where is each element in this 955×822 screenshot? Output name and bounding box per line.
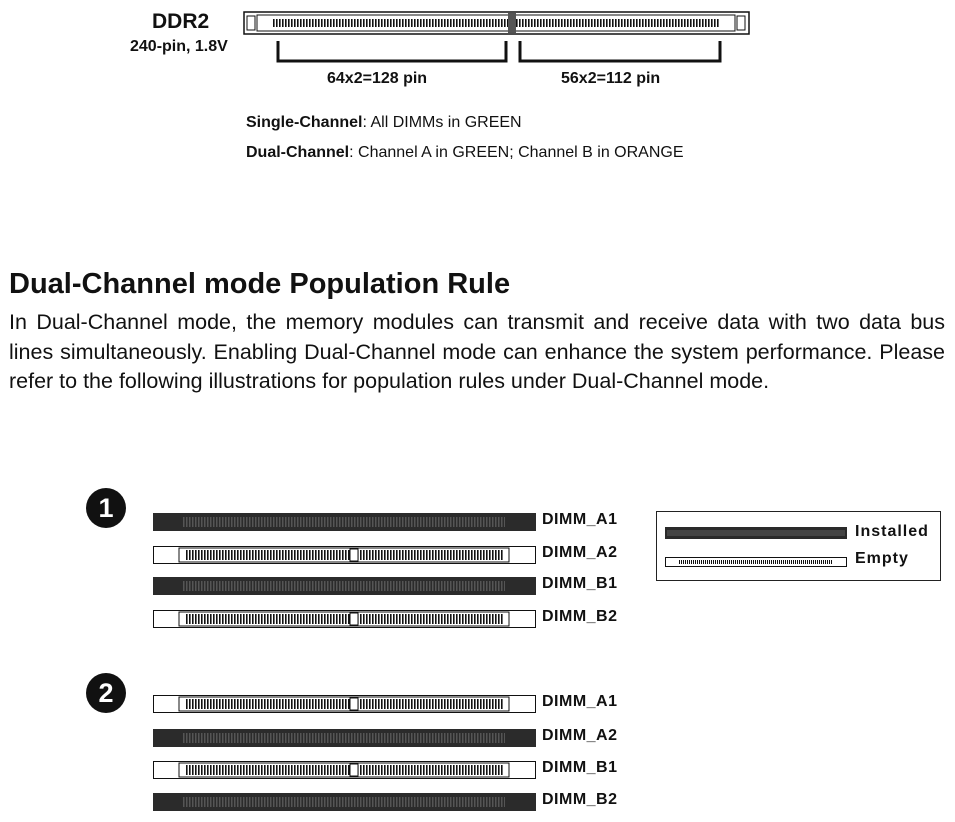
right-segment-label: 56x2=112 pin — [561, 70, 661, 87]
dual-channel-note: Dual-Channel: Channel A in GREEN; Channe… — [246, 144, 684, 162]
config1-slot-a1 — [153, 513, 536, 531]
single-channel-text: : All DIMMs in GREEN — [362, 114, 522, 131]
config1-label-a1: DIMM_A1 — [542, 511, 618, 528]
step-2-badge: 2 — [86, 673, 126, 713]
config1-slot-b2 — [153, 610, 536, 628]
legend-installed-label: Installed — [855, 523, 929, 540]
dual-channel-text: : Channel A in GREEN; Channel B in ORANG… — [349, 144, 684, 161]
left-segment-label: 64x2=128 pin — [327, 70, 428, 87]
config2-label-a2: DIMM_A2 — [542, 727, 618, 744]
config2-slot-a2 — [153, 729, 536, 747]
config1-label-b2: DIMM_B2 — [542, 608, 618, 625]
dual-channel-label: Dual-Channel — [246, 144, 350, 161]
config1-slot-a2 — [153, 546, 536, 564]
legend-box: Installed Empty — [656, 511, 941, 581]
config1-label-a2: DIMM_A2 — [542, 544, 618, 561]
config1-label-b1: DIMM_B1 — [542, 575, 618, 592]
section-title: Dual-Channel mode Population Rule — [9, 268, 511, 300]
config2-slot-a1 — [153, 695, 536, 713]
ddr2-spec: 240-pin, 1.8V — [130, 38, 228, 55]
config2-slot-b2 — [153, 793, 536, 811]
legend-installed-swatch — [665, 526, 847, 539]
config1-slot-b1 — [153, 577, 536, 595]
ddr2-slot-diagram — [243, 11, 753, 72]
single-channel-note: Single-Channel: All DIMMs in GREEN — [246, 114, 522, 132]
config2-label-b1: DIMM_B1 — [542, 759, 618, 776]
config2-label-a1: DIMM_A1 — [542, 693, 618, 710]
config2-slot-b1 — [153, 761, 536, 779]
single-channel-label: Single-Channel — [246, 114, 363, 131]
config2-label-b2: DIMM_B2 — [542, 791, 618, 808]
section-body: In Dual-Channel mode, the memory modules… — [9, 310, 945, 393]
step-1-badge: 1 — [86, 488, 126, 528]
legend-empty-swatch — [665, 554, 847, 567]
legend-empty-label: Empty — [855, 550, 909, 567]
ddr2-title: DDR2 — [152, 10, 210, 33]
